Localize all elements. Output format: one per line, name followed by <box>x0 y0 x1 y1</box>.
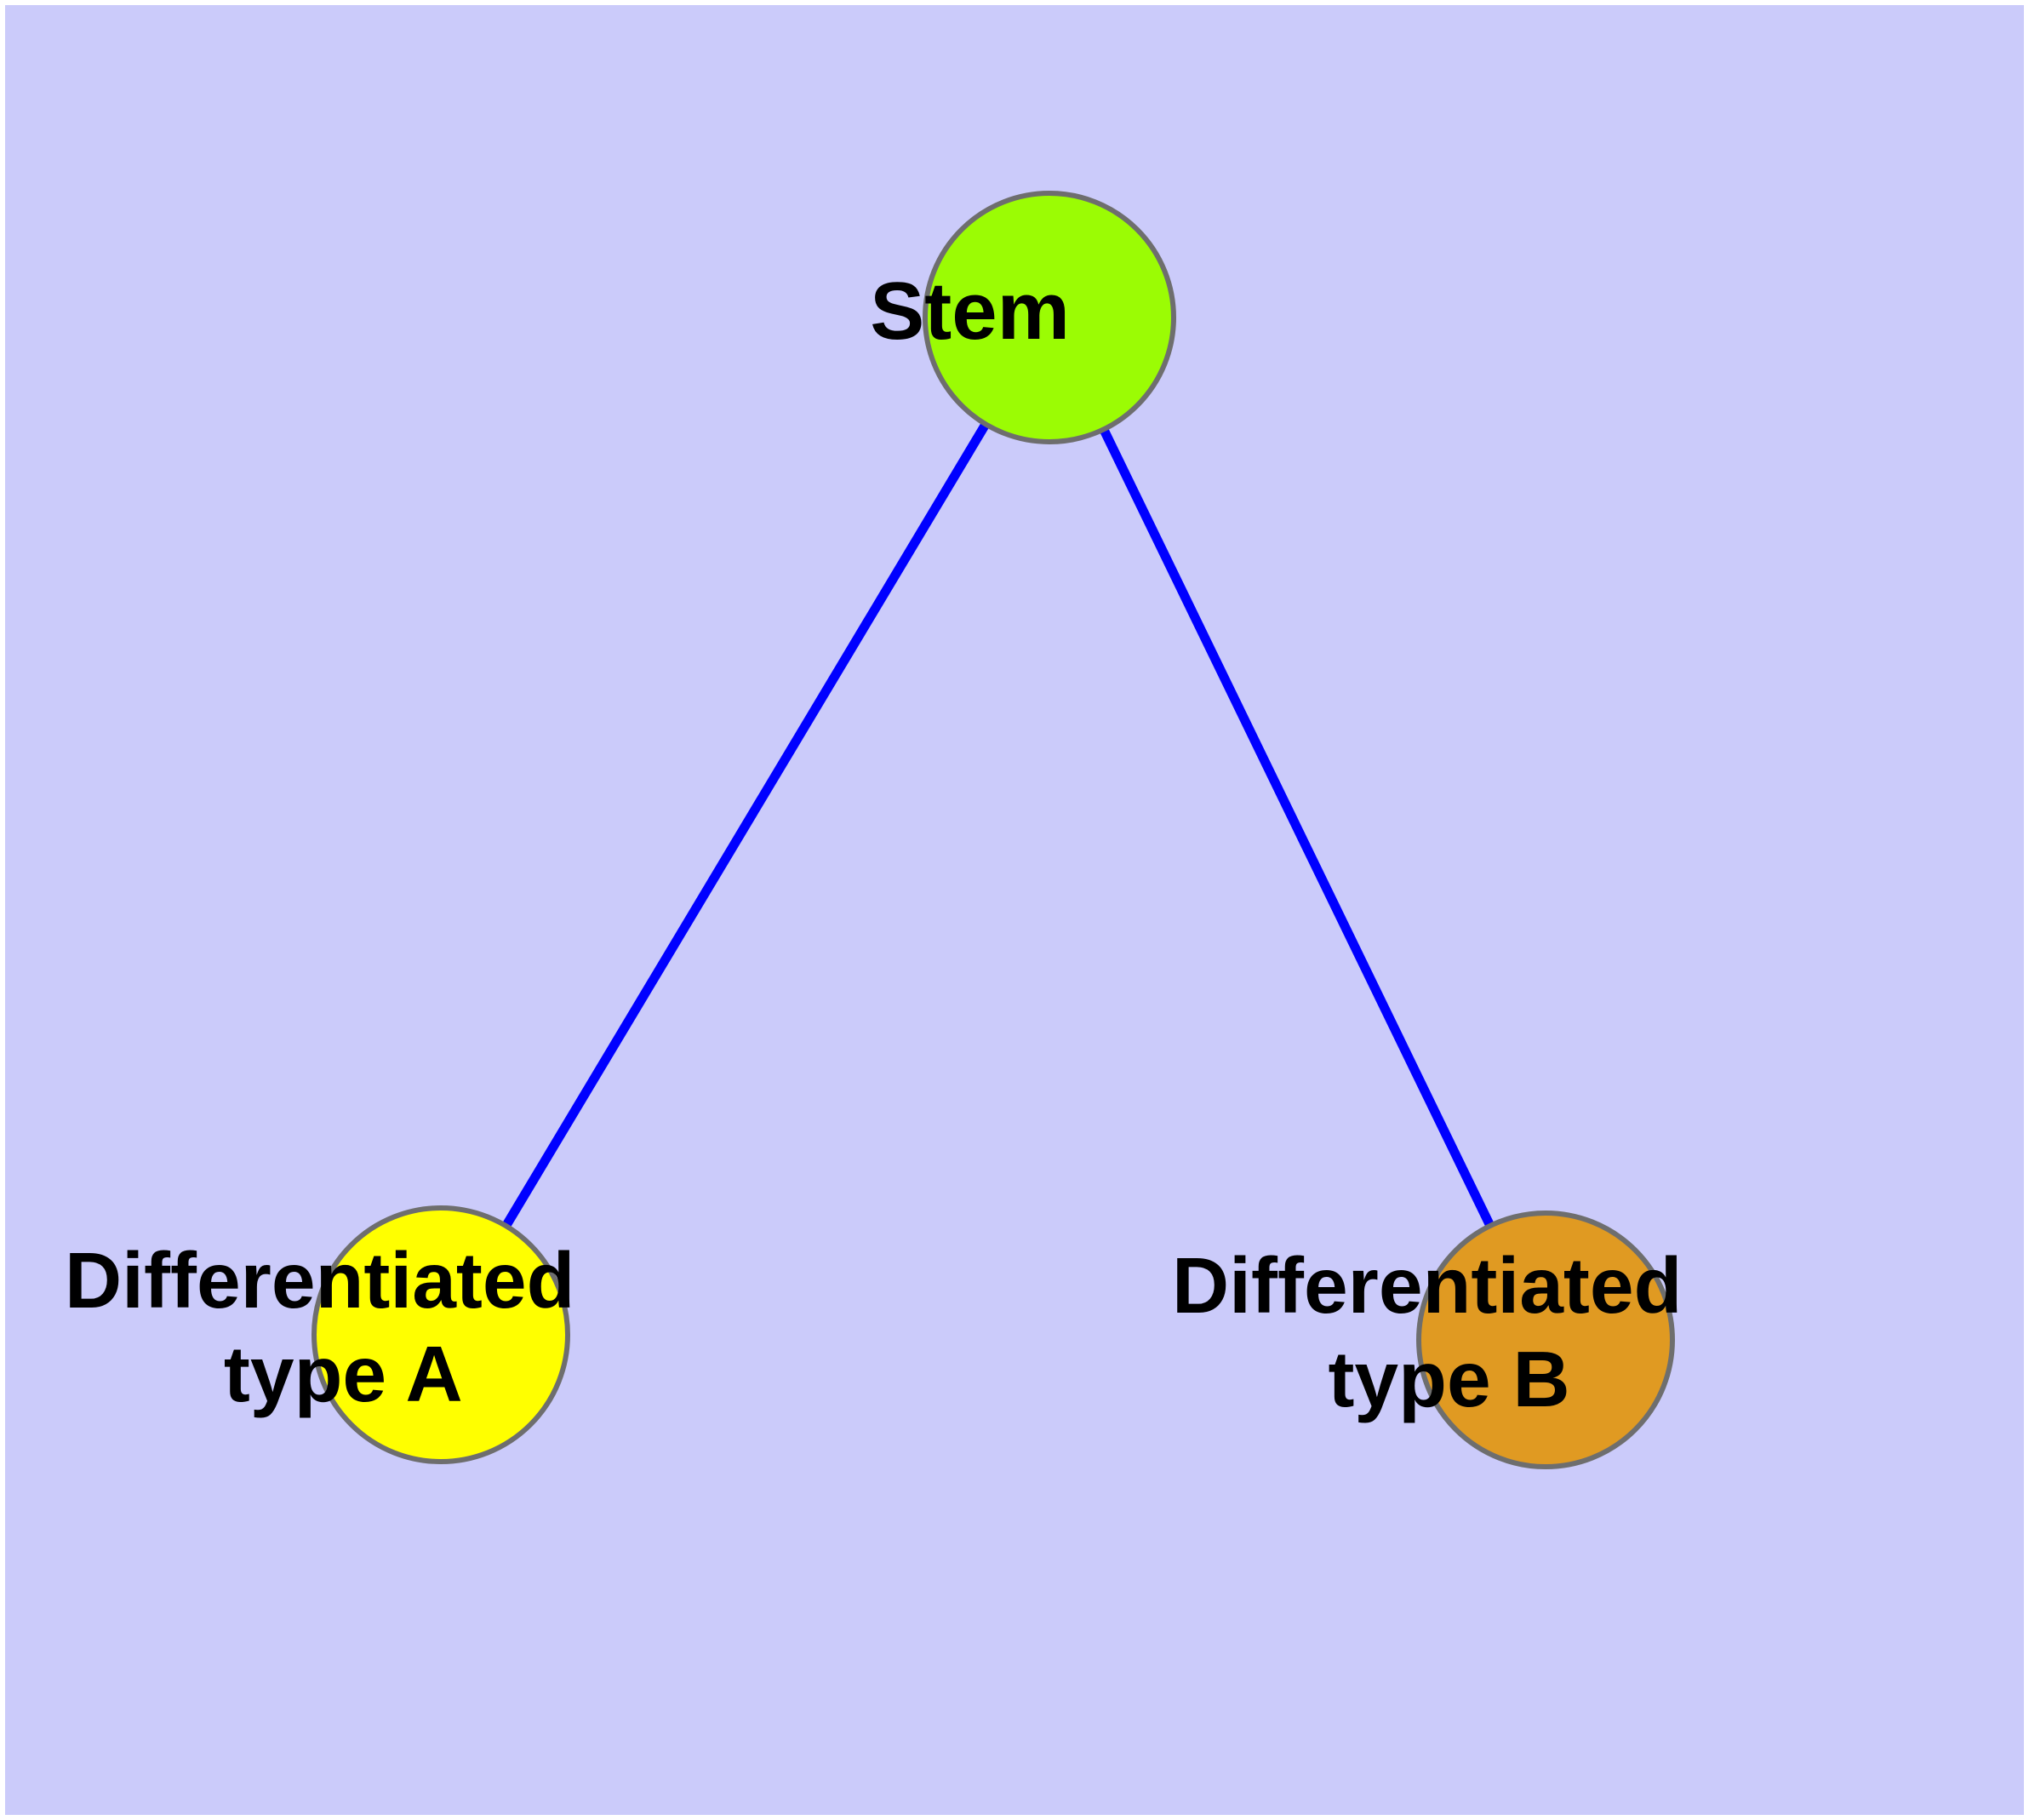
node-stem-circle[interactable] <box>923 191 1176 444</box>
label-layer: Stem Differentiated type A Differentiate… <box>65 266 1880 1423</box>
node-differentiated-type-a-circle[interactable] <box>311 1205 570 1464</box>
node-differentiated-type-b-label-line-2: type B <box>1328 1335 1569 1423</box>
node-differentiated-type-a-label-line-1: Differentiated <box>65 1236 574 1325</box>
node-differentiated-type-a-label: Differentiated type A <box>65 1236 773 1418</box>
edge-stem-to-differentiated-type-a[interactable] <box>437 315 1054 1337</box>
node-layer <box>311 191 1675 1469</box>
node-differentiated-type-a-label-line-2: type A <box>224 1330 461 1418</box>
node-differentiated-type-b-circle[interactable] <box>1416 1210 1675 1469</box>
node-stem-label-line-1: Stem <box>870 266 1070 357</box>
node-stem-label: Stem <box>870 266 1228 357</box>
edge-stem-to-differentiated-type-b[interactable] <box>1045 315 1550 1342</box>
node-differentiated-type-b-label-line-1: Differentiated <box>1172 1241 1682 1330</box>
edge-layer <box>437 315 1550 1342</box>
node-differentiated-type-b-label: Differentiated type B <box>1172 1241 1880 1423</box>
